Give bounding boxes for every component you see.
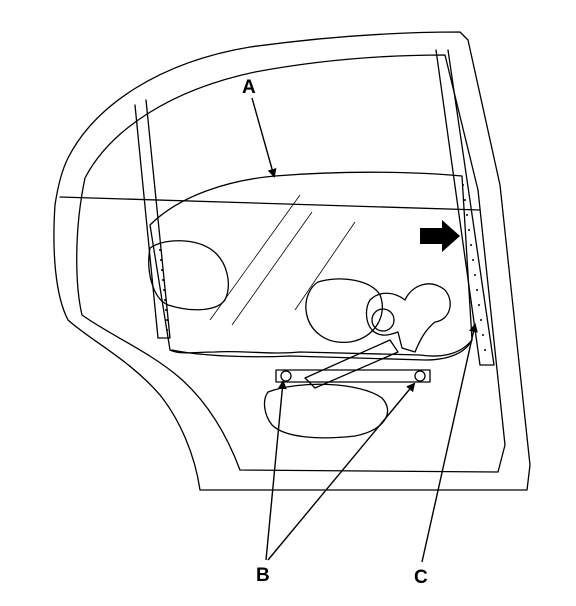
bracket-bolt-left	[280, 370, 292, 382]
window-frame-line	[59, 196, 481, 211]
regulator-bracket	[275, 369, 431, 383]
callout-b: B	[256, 565, 270, 586]
leader-line-b-right	[267, 382, 416, 561]
callout-a: A	[242, 77, 256, 98]
window-glass	[149, 171, 473, 357]
callout-c: C	[414, 567, 428, 588]
panel-cutout-lower	[263, 383, 389, 439]
regulator-arm	[304, 339, 399, 389]
leader-line-a	[251, 97, 277, 178]
glass-bottom-edge	[171, 339, 473, 361]
regulator-body	[365, 283, 451, 353]
door-outer-panel	[53, 31, 531, 491]
leader-line-b-left	[265, 380, 287, 561]
glass-reflections	[209, 194, 356, 326]
regulator-gear	[371, 308, 395, 332]
direction-arrow-icon	[420, 220, 460, 252]
channel-felt-dots	[159, 184, 486, 351]
panel-cutout-center	[305, 278, 383, 344]
panel-cutout-left	[148, 240, 229, 311]
front-glass-run-channel	[134, 99, 171, 339]
leader-line-c	[421, 323, 478, 563]
rear-glass-run-channel	[435, 49, 495, 366]
bracket-bolt-right	[414, 370, 426, 382]
door-inner-panel	[76, 54, 506, 473]
